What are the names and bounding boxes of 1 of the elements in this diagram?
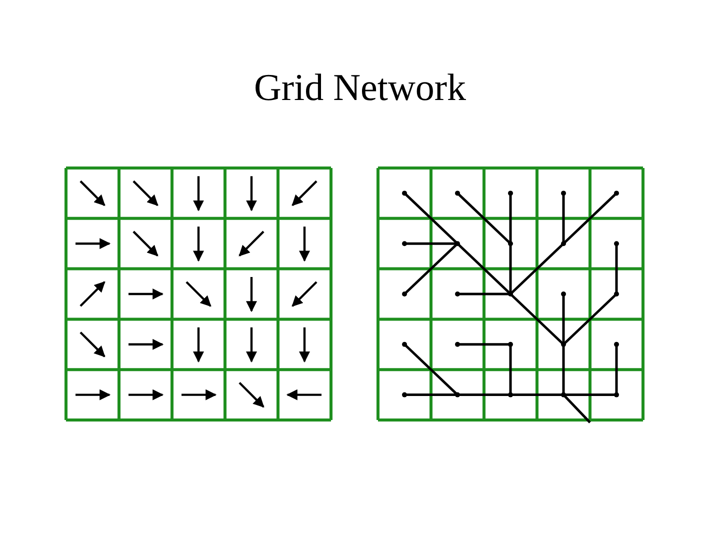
title: Grid Network bbox=[254, 66, 466, 110]
